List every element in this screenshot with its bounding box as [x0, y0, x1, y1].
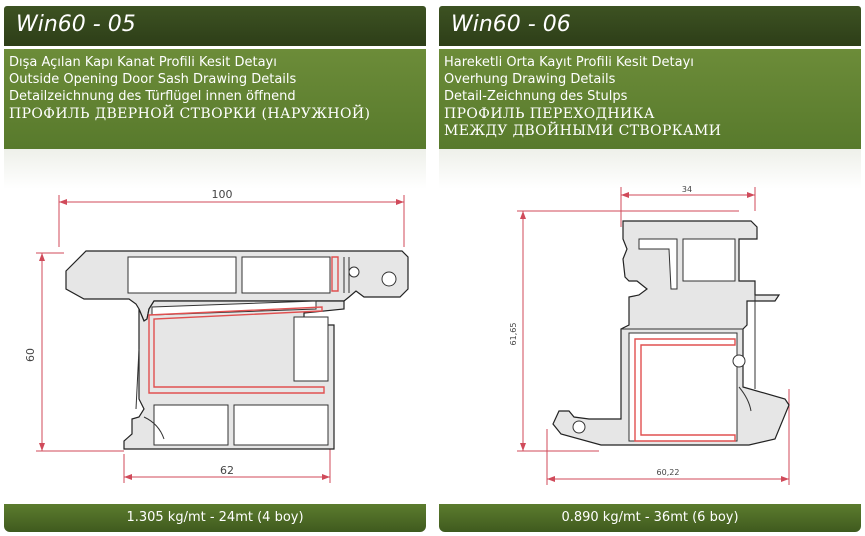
dimension-lines	[517, 187, 790, 485]
dimension-arrows	[520, 192, 789, 482]
weight-spec: 0.890 kg/mt - 36mt (6 boy)	[561, 510, 739, 525]
dimension-arrows	[39, 199, 404, 480]
description-tr: Hareketli Orta Kayıt Profili Kesit Detay…	[444, 55, 694, 70]
profile-title: Win60 - 05	[16, 12, 136, 37]
description-en: Outside Opening Door Sash Drawing Detail…	[9, 72, 297, 87]
description-de: Detailzeichnung des Türflügel innen öffn…	[9, 89, 296, 104]
profile-card-05: Win60 - 05 Dışa Açılan Kapı Kanat Profil…	[4, 6, 426, 532]
dim-left-label: 60	[24, 348, 37, 362]
profile-chambers	[127, 256, 397, 446]
description-ru-1: ПРОФИЛЬ ПЕРЕХОДНИКА	[444, 106, 655, 122]
title-bar: Win60 - 06	[439, 6, 861, 46]
profile-drawing: 34 61,65 60,22	[439, 149, 861, 504]
description-de: Detail-Zeichnung des Stulps	[444, 89, 628, 104]
reinforcement-outline	[634, 338, 736, 442]
dim-bottom-label: 60,22	[657, 468, 680, 477]
profile-title: Win60 - 06	[451, 12, 571, 37]
dim-left-label: 61,65	[509, 323, 518, 346]
profile-05-svg: 100 60 62	[24, 188, 409, 483]
weight-spec: 1.305 kg/mt - 24mt (4 boy)	[126, 510, 304, 525]
description-tr: Dışa Açılan Kapı Kanat Profili Kesit Det…	[9, 55, 277, 70]
spec-footer: 0.890 kg/mt - 36mt (6 boy)	[439, 504, 861, 532]
reinforcement-outline	[148, 256, 339, 394]
description-en: Overhung Drawing Details	[444, 72, 616, 87]
profile-06-svg: 34 61,65 60,22	[509, 185, 790, 485]
dim-bottom-label: 62	[220, 464, 234, 477]
dim-top-label: 34	[682, 185, 692, 194]
profile-details	[135, 257, 350, 440]
profile-card-06: Win60 - 06 Hareketli Orta Kayıt Profili …	[439, 6, 861, 532]
profile-details	[621, 295, 756, 412]
spec-footer: 1.305 kg/mt - 24mt (4 boy)	[4, 504, 426, 532]
title-bar: Win60 - 05	[4, 6, 426, 46]
dimension-lines	[36, 195, 405, 483]
description-ru: ПРОФИЛЬ ДВЕРНОЙ СТВОРКИ (НАРУЖНОЙ)	[9, 106, 371, 122]
description-block: Hareketli Orta Kayıt Profili Kesit Detay…	[439, 49, 861, 149]
profile-drawing: 100 60 62	[4, 149, 426, 504]
description-block: Dışa Açılan Kapı Kanat Profili Kesit Det…	[4, 49, 426, 149]
dim-top-label: 100	[212, 188, 233, 201]
description-ru-2: МЕЖДУ ДВОЙНЫМИ СТВОРКАМИ	[444, 123, 722, 139]
